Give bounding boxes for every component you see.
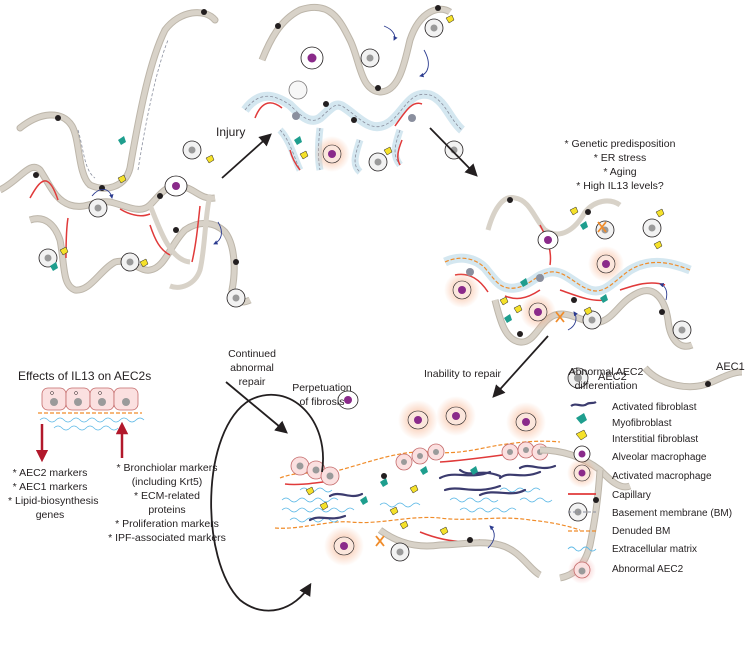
continued-repair-line-1: Continued xyxy=(228,348,276,360)
aec2-cell xyxy=(444,140,464,160)
activated-fibroblast-cluster xyxy=(308,464,557,522)
activated-macrophage xyxy=(506,402,546,442)
abnormal-aec2-icon xyxy=(568,556,596,584)
continued-repair-line-3: repair xyxy=(238,376,266,388)
injury-panel xyxy=(241,3,466,175)
up-list-line-3: * ECM-related xyxy=(134,490,200,502)
down-list-line-4: genes xyxy=(35,509,65,521)
interstitial-fibroblast-icon xyxy=(575,429,588,441)
abnormal-diff-line-1: Abnormal AEC2 xyxy=(568,366,644,378)
alveolar-macrophage xyxy=(164,175,188,197)
aec2-legend-icon xyxy=(567,367,589,389)
alveolar-macrophage xyxy=(537,230,559,250)
activated-macrophage xyxy=(324,526,364,566)
up-list-line-1: * Bronchiolar markers xyxy=(116,462,218,474)
blocked-x-icon xyxy=(375,535,385,547)
activated-macrophage xyxy=(520,294,556,330)
aec2-cell xyxy=(360,48,380,68)
up-list-line-5: * Proliferation markers xyxy=(115,518,219,530)
abnormal-aec2-cluster xyxy=(290,441,549,486)
activated-macrophage xyxy=(588,246,624,282)
down-list-line-1: * AEC2 markers xyxy=(12,467,88,479)
legend-item-label: Activated fibroblast xyxy=(612,402,697,413)
abnormal-diff-line-2: differentiation xyxy=(574,380,638,392)
blocked-x-icon xyxy=(597,221,607,233)
aec2-cell xyxy=(226,288,246,308)
aec2-cell xyxy=(38,248,58,268)
legend-item-label: Alveolar macrophage xyxy=(612,452,707,463)
activated-fibroblast-icon xyxy=(570,401,597,407)
legend-aec1-label: AEC1 xyxy=(716,361,745,373)
activated-macrophage xyxy=(398,400,438,440)
perpetuation-line-2: of fibrosis xyxy=(299,396,345,408)
up-list-line-4: proteins xyxy=(148,504,186,516)
predisposition-arrow xyxy=(429,127,478,177)
continued-repair-line-2: abnormal xyxy=(230,362,274,374)
injury-label: Injury xyxy=(216,125,246,139)
activated-macrophage xyxy=(436,396,476,436)
aec2-cell xyxy=(88,198,108,218)
aec2-cell xyxy=(368,152,388,172)
predisposition-line-4: * High IL13 levels? xyxy=(576,180,664,192)
aec2-cell xyxy=(120,252,140,272)
alveolar-macrophage xyxy=(300,46,324,70)
extracellular-matrix xyxy=(281,487,553,523)
aec2-cell xyxy=(642,218,662,238)
blocked-x-icon xyxy=(555,311,565,323)
fibrosis-panel xyxy=(274,390,632,582)
aec2-cell xyxy=(582,310,602,330)
aec2-cell xyxy=(390,542,410,562)
il13-effects-title: Effects of IL13 on AEC2s xyxy=(18,369,152,383)
legend-aec2-label: AEC2 xyxy=(598,371,627,383)
legend xyxy=(567,365,743,584)
legend-item-label: Capillary xyxy=(612,490,651,501)
inability-label: Inability to repair xyxy=(424,368,502,380)
aec2-cell xyxy=(672,320,692,340)
legend-item-label: Interstitial fibroblast xyxy=(612,434,699,445)
predisposition-line-3: * Aging xyxy=(603,166,637,178)
injury-arrow xyxy=(221,133,272,179)
aec2-row xyxy=(41,387,139,411)
perpetuation-loop-arrow xyxy=(210,393,324,612)
aec2-cell xyxy=(288,80,308,100)
il13-effects-inset xyxy=(35,387,145,463)
up-list-line-6: * IPF-associated markers xyxy=(108,532,226,544)
legend-item-label: Extracellular matrix xyxy=(612,544,698,555)
aec2-cell xyxy=(424,18,444,38)
predisposition-line-2: * ER stress xyxy=(593,152,647,164)
legend-item-label: Activated macrophage xyxy=(612,471,712,482)
legend-item-label: Basement membrane (BM) xyxy=(612,508,733,519)
alveolar-macrophage xyxy=(337,390,359,410)
legend-item-label: Abnormal AEC2 xyxy=(612,564,684,575)
legend-item-label: Denuded BM xyxy=(612,526,671,537)
normal-alveoli-panel xyxy=(0,9,252,308)
activated-macrophage-icon xyxy=(567,458,597,488)
predisposed-alveoli-panel xyxy=(443,195,694,350)
myofibroblast-icon xyxy=(576,413,587,424)
down-list-line-3: * Lipid-biosynthesis xyxy=(8,495,99,507)
up-list-line-2: (including Krt5) xyxy=(131,476,203,488)
aec2-cell xyxy=(182,140,202,160)
aec1-legend-icon xyxy=(642,365,743,391)
activated-macrophage xyxy=(314,136,350,172)
legend-item-label: Myofibroblast xyxy=(612,418,672,429)
continued-repair-arrow xyxy=(225,381,288,434)
extracellular-matrix-icon xyxy=(567,546,597,552)
perpetuation-line-1: Perpetuation xyxy=(292,382,352,394)
down-list-line-2: * AEC1 markers xyxy=(12,481,88,493)
predisposition-line-1: * Genetic predisposition xyxy=(564,138,676,150)
activated-macrophage xyxy=(444,272,480,308)
abnormal-differentiation-arrow xyxy=(492,335,549,398)
